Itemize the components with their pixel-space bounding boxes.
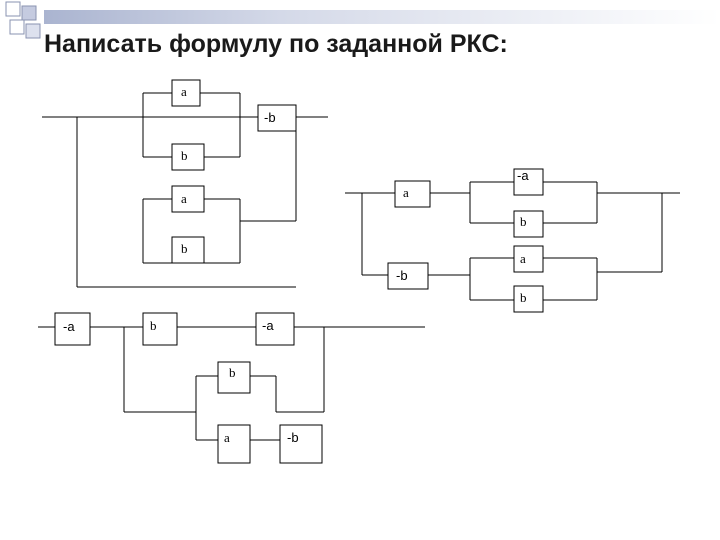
contact-label: a: [520, 251, 526, 266]
contact-box: [513, 168, 544, 196]
contact-label: -a: [262, 318, 274, 333]
contact-label: b: [181, 148, 188, 163]
contact-label: -b: [264, 110, 276, 125]
contact-box: [217, 361, 251, 394]
contact-box: [171, 236, 205, 264]
circuit-1: a -b b a b: [42, 79, 328, 288]
contact-box: [513, 210, 544, 238]
contact-label: a: [403, 185, 409, 200]
contact-label: a: [181, 84, 187, 99]
contact-box: [142, 312, 178, 346]
contact-box: [513, 285, 544, 313]
contact-label: b: [181, 241, 188, 256]
contact-label: -a: [517, 168, 529, 183]
corner-square: [5, 1, 21, 17]
contact-label: b: [520, 214, 527, 229]
contact-label: -b: [287, 430, 299, 445]
contact-box: [171, 185, 205, 213]
corner-square: [21, 5, 37, 21]
contact-box: [513, 245, 544, 273]
contact-box: [171, 79, 201, 107]
contact-label: -a: [63, 319, 75, 334]
contact-box: [394, 180, 431, 208]
contact-label: b: [229, 365, 236, 380]
contact-box: [257, 104, 297, 132]
corner-square: [25, 23, 41, 39]
contact-box: [171, 143, 205, 171]
contact-label: a: [181, 191, 187, 206]
slide-title: Написать формулу по заданной РКС:: [44, 30, 508, 58]
contact-label: -b: [396, 268, 408, 283]
circuit-2: a -a b a b -b: [345, 168, 680, 313]
contact-box: [279, 424, 323, 464]
contact-box: [54, 312, 91, 346]
circuit-3: -a b -a b a -b: [38, 312, 425, 464]
contact-box: [255, 312, 295, 346]
corner-square: [9, 19, 25, 35]
contact-label: b: [520, 290, 527, 305]
slide-corner-decoration: [5, 1, 720, 39]
slide-header-band: [44, 10, 720, 24]
contact-box: [387, 262, 429, 290]
contact-label: b: [150, 318, 157, 333]
contact-label: a: [224, 430, 230, 445]
contact-box: [217, 424, 251, 464]
